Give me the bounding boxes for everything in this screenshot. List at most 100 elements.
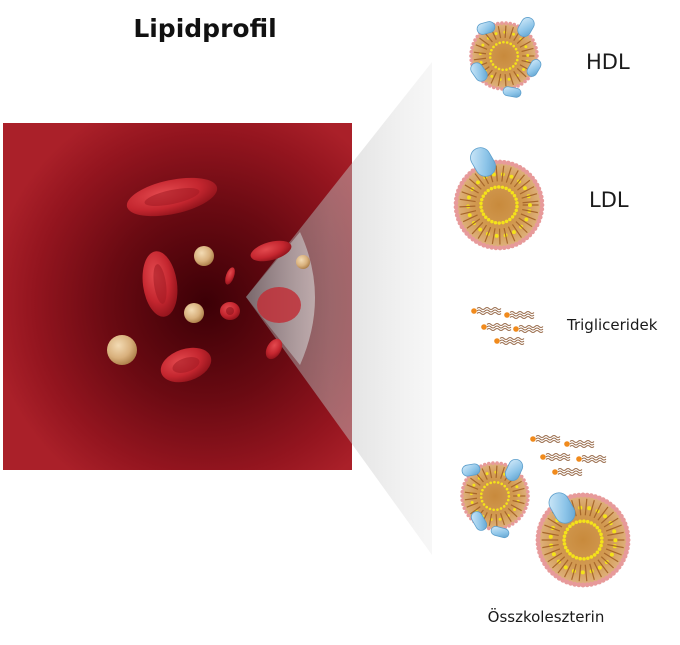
phospholipid-head <box>540 557 546 563</box>
cholesterol <box>479 201 483 206</box>
cholesterol <box>565 527 570 532</box>
phospholipid-head <box>484 82 489 86</box>
lipid-ball <box>194 246 214 266</box>
cholesterol <box>493 480 496 484</box>
phospholipid-head <box>524 235 530 241</box>
phospholipid-head <box>454 212 460 218</box>
triglyceride-molecule <box>530 435 561 443</box>
phospholipid-head <box>625 537 631 543</box>
phospholipid-head <box>540 517 546 523</box>
phospholipid-head <box>496 21 500 26</box>
cholesterol <box>578 519 582 524</box>
lipid-tail <box>605 548 622 556</box>
lipid-tail <box>597 506 609 521</box>
lipid-tail <box>464 497 478 501</box>
cholesterol <box>589 521 594 525</box>
cholesterol <box>485 505 489 509</box>
phospholipid-head <box>513 242 519 247</box>
lipid-tail <box>589 500 595 517</box>
phospholipid-head <box>501 159 507 165</box>
phospholipid-head <box>535 541 541 547</box>
phospholipid-head <box>624 545 630 551</box>
lipid-tail <box>512 499 525 505</box>
red-blood-cell <box>220 302 240 320</box>
triglyceride-molecule <box>513 325 544 333</box>
lipid-tail <box>603 517 619 528</box>
phospholipid-head <box>527 172 533 178</box>
phospholipid-head <box>514 519 518 524</box>
cholesterol <box>512 44 516 48</box>
phospholipid-head <box>509 243 515 249</box>
triglyceride-molecule <box>552 468 583 476</box>
cholesterol <box>571 522 575 526</box>
phospholipid-head <box>576 492 582 498</box>
phospholipid-head <box>620 517 626 523</box>
lipid-tail <box>522 200 539 204</box>
phospholipid-head <box>464 478 468 482</box>
cholesterol <box>514 197 518 201</box>
phospholipid-head <box>539 202 545 208</box>
cholesterol <box>501 68 505 72</box>
phospholipid-head <box>464 174 470 179</box>
lipid-tail <box>509 26 514 39</box>
phospholipid-head <box>459 180 465 186</box>
cholesterol <box>513 507 517 511</box>
cholesterol <box>578 556 583 561</box>
phospholipid-head <box>625 541 631 547</box>
cholesterol <box>515 485 519 489</box>
lipid-tail <box>544 548 561 556</box>
lipid-tail <box>500 466 505 479</box>
lipid-tail <box>507 226 516 242</box>
cholesterol <box>490 48 493 52</box>
cholesterol <box>496 481 500 484</box>
cholesterol <box>498 517 502 521</box>
cholesterol <box>522 67 526 71</box>
lipid-tail <box>504 74 507 87</box>
cholesterol <box>524 45 528 49</box>
phospholipid-head <box>523 79 527 84</box>
lipid-tail <box>466 218 481 229</box>
phospholipid-head <box>469 54 473 58</box>
cholesterol <box>548 534 553 539</box>
phospholipid-head <box>481 242 487 248</box>
lipid-tail <box>542 543 559 549</box>
phospholipid-head <box>584 582 590 588</box>
phospholipid-head <box>497 159 503 165</box>
lipid-tail <box>593 561 602 578</box>
cholesterol <box>592 523 597 527</box>
cholesterol <box>500 482 504 486</box>
ldl-label: LDL <box>589 188 629 212</box>
cholesterol <box>512 230 516 235</box>
phospholipid-head <box>513 163 519 168</box>
cholesterol <box>493 185 497 190</box>
cholesterol <box>485 483 489 486</box>
cholesterol <box>476 180 480 185</box>
cholesterol <box>580 570 585 575</box>
phospholipid-head <box>618 513 624 519</box>
phospholipid-head <box>580 492 586 498</box>
lipid-tail <box>519 40 531 48</box>
cholesterol <box>481 43 485 47</box>
cholesterol <box>497 185 501 189</box>
phospholipid-head <box>508 21 512 26</box>
phospholipid-head <box>596 579 602 585</box>
lipid-tail <box>468 178 482 190</box>
lipid-tail <box>490 72 497 84</box>
cholesterol <box>494 233 499 238</box>
cholesterol <box>497 67 501 71</box>
lipid-tail <box>516 67 527 78</box>
phospholipid-head <box>532 179 538 184</box>
phospholipid-head <box>453 204 459 210</box>
lipid-tail <box>517 179 531 191</box>
cholesterol <box>510 191 514 195</box>
triglyceride-molecule <box>504 311 535 319</box>
phospholipid-head <box>526 76 530 81</box>
phospholipid-head <box>469 50 474 54</box>
lipid-tail <box>470 477 481 486</box>
triglycerides-label: Trigliceridek <box>567 316 658 334</box>
cholesterol <box>507 188 512 192</box>
phospholipid-head <box>560 577 566 583</box>
phospholipid-head <box>460 498 465 502</box>
lipid-tail <box>564 561 573 578</box>
lipid-tail <box>473 51 487 55</box>
